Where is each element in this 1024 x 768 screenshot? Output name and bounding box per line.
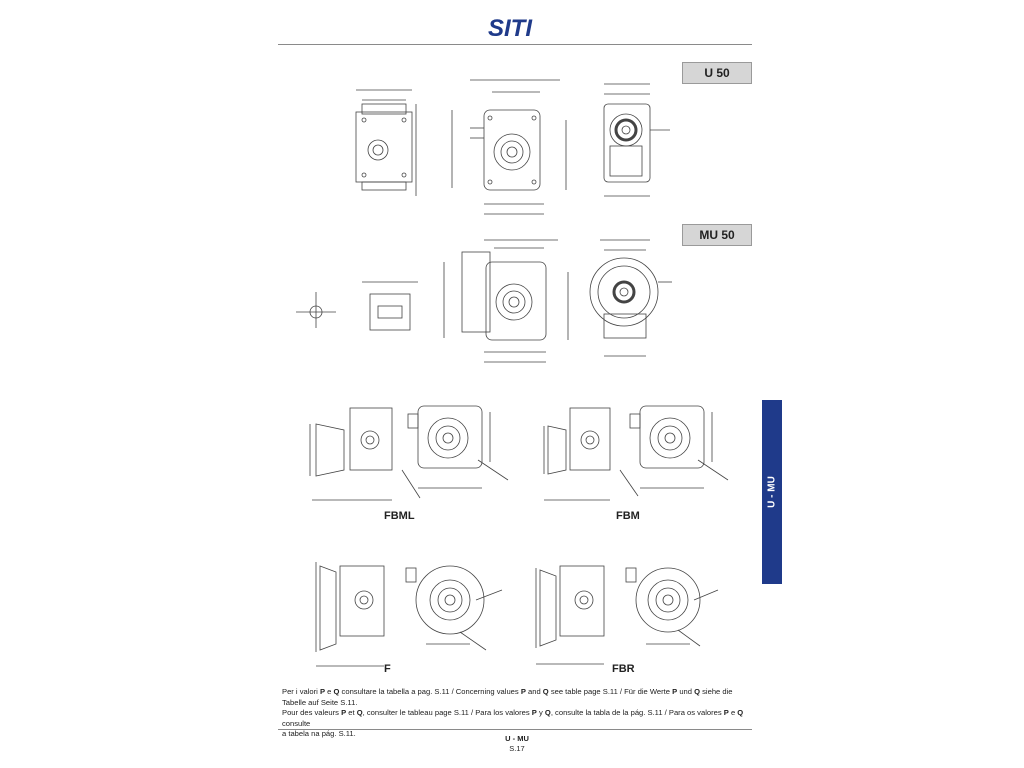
model-label-u50: U 50 [682,62,752,84]
notes-paragraph: Per i valori P e Q consultare la tabella… [282,687,756,740]
siti-logo: SITI [488,14,536,42]
fbml-drawing [309,405,509,501]
variant-label-fbml: FBML [384,510,415,522]
variant-label-fbr: FBR [612,663,635,675]
mu50-shaft-section [296,281,418,331]
section-side-tab: U - MU [762,400,782,584]
notes-line-3: a tabela na pág. S.11. [282,729,356,738]
fbr-drawing [535,565,719,665]
u50-end-view [603,83,670,197]
f-drawing [315,562,503,667]
footer-section: U - MU [505,734,529,743]
footer-rule [278,729,752,730]
footer-page-number: S.17 [509,744,525,753]
header-rule [278,44,752,45]
u50-front-view [451,79,567,215]
mu50-end-view [589,239,672,357]
notes-line-2: Pour des valeurs P et Q, consulter le ta… [282,708,744,728]
notes-line-1: Per i valori P e Q consultare la tabella… [282,687,733,707]
model-label-mu50: MU 50 [682,224,752,246]
mu50-front-view [443,239,569,363]
fbm-drawing [543,405,729,501]
variant-label-f: F [384,663,391,675]
logo-text: SITI [488,15,533,40]
u50-side-view [355,89,417,196]
variant-label-fbm: FBM [616,510,640,522]
